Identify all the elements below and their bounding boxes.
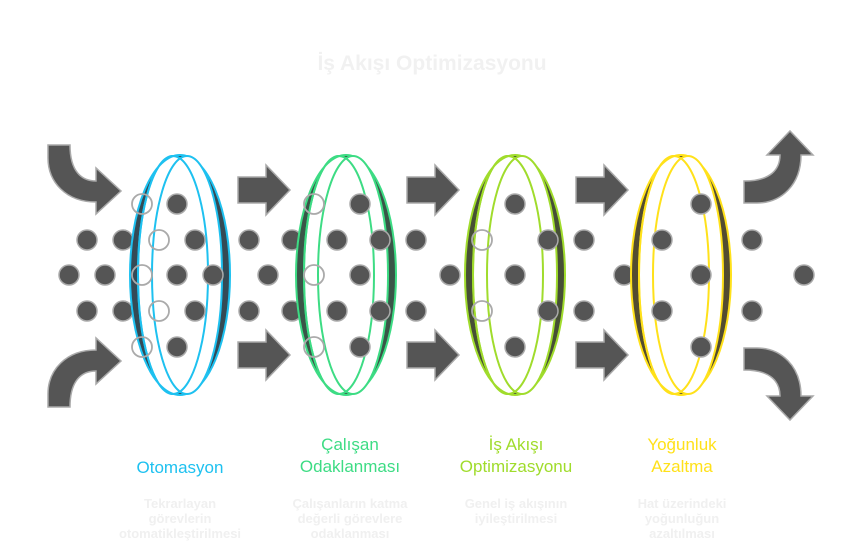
particle-dot [112,229,134,251]
particle-dot-outline [131,336,153,358]
description-line: yoğunluğun [644,511,720,526]
description-line: azaltılması [649,526,715,541]
particle-dot [166,336,188,358]
stage-description-employee-focus: Çalışanların katma değerli görevlere oda… [265,496,435,541]
right-arrow-icon [575,163,630,217]
particle-dot [76,229,98,251]
particle-dot [537,229,559,251]
particle-dot [504,264,526,286]
particle-dot [741,229,763,251]
particle-dot-outline [471,300,493,322]
particle-dot [112,300,134,322]
particle-dot [94,264,116,286]
curved-arrow-in-bottom-icon [47,336,123,408]
particle-dot [238,300,260,322]
stage-label-line: Optimizasyonu [459,457,573,476]
right-arrow-icon [406,328,461,382]
description-line: Hat üzerindeki [637,496,727,511]
particle-dot-outline [148,229,170,251]
curved-arrow-out-top-icon [743,129,815,204]
description-line: iyileştirilmesi [474,511,558,526]
particle-dot [690,336,712,358]
particle-dot [573,300,595,322]
right-arrow-icon [237,328,292,382]
diagram-title: İş Akışı Optimizasyonu [317,52,547,75]
particle-dot [504,193,526,215]
particle-dot [690,264,712,286]
particle-dot [184,300,206,322]
particle-dot [326,300,348,322]
curved-arrow-in-top-icon [47,144,123,216]
particle-dot-outline [131,264,153,286]
particle-dot [369,229,391,251]
stage-description-congestion-reduction: Hat üzerindeki yoğunluğun azaltılması [597,496,767,541]
right-arrow-icon [406,163,461,217]
description-line: Genel iş akışının [464,496,568,511]
description-line: görevlerin [148,511,212,526]
particle-dot [184,229,206,251]
particle-dot [349,336,371,358]
particle-dot [349,264,371,286]
stage-label-line: Azaltma [651,457,713,476]
particle-dot [573,229,595,251]
particle-dot-outline [303,193,325,215]
particle-dot [369,300,391,322]
stage-label-line: Yoğunluk [647,435,717,454]
stage-label-automation: Otomasyon [95,457,265,479]
stage-label-workflow-optimization: İş Akışı Optimizasyonu [431,434,601,478]
stage-label-line: Otomasyon [136,458,224,477]
particle-dot [76,300,98,322]
stage-description-automation: Tekrarlayan görevlerin otomatikleştirilm… [95,496,265,541]
particle-dot [793,264,815,286]
stage-label-line: İş Akışı [488,435,544,454]
particle-dot-outline [303,264,325,286]
description-line: odaklanması [310,526,390,541]
filter-opening-edge [472,155,544,395]
stage-description-workflow-optimization: Genel iş akışının iyileştirilmesi [431,496,601,526]
particle-dot [166,193,188,215]
particle-dot-outline [471,229,493,251]
filter-ring-3 [630,153,732,397]
particle-dot [166,264,188,286]
particle-dot [741,300,763,322]
particle-dot [349,193,371,215]
curved-arrow-out-bottom-icon [743,347,815,422]
filter-ring-1 [295,153,397,397]
particle-dot [405,229,427,251]
particle-dot [690,193,712,215]
right-arrow-icon [237,163,292,217]
particle-dot-outline [148,300,170,322]
description-line: değerli görevlere [297,511,403,526]
description-line: otomatikleştirilmesi [118,526,242,541]
particle-dot [504,336,526,358]
particle-dot [651,300,673,322]
stage-label-line: Çalışan [321,435,379,454]
particle-dot [439,264,461,286]
particle-dot [651,229,673,251]
particle-dot [326,229,348,251]
particle-dot [405,300,427,322]
filter-opening [652,155,724,395]
particle-dot [257,264,279,286]
description-line: Çalışanların katma [292,496,408,511]
particle-dot [202,264,224,286]
description-line: Tekrarlayan [143,496,217,511]
particle-dot [238,229,260,251]
stage-label-line: Odaklanması [299,457,401,476]
stage-label-congestion-reduction: Yoğunluk Azaltma [597,434,767,478]
particle-dot [537,300,559,322]
particle-dot-outline [303,336,325,358]
particle-dot [58,264,80,286]
particle-dot-outline [131,193,153,215]
stage-label-employee-focus: Çalışan Odaklanması [265,434,435,478]
right-arrow-icon [575,328,630,382]
